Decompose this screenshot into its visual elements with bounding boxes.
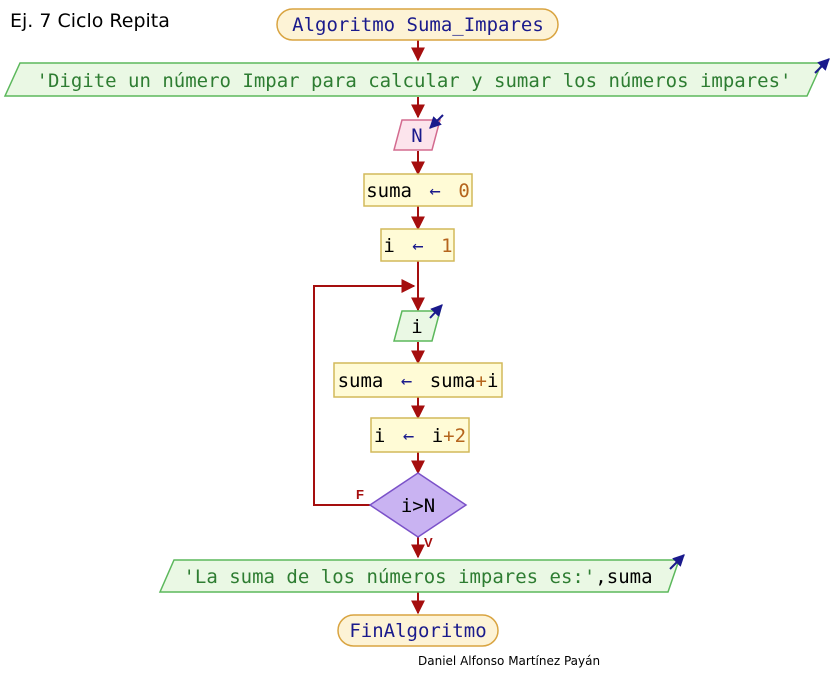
output-result-shape (158, 559, 681, 593)
output-prompt-shape (3, 62, 824, 97)
decision-text: i>N (401, 495, 435, 517)
true-label: V (424, 535, 433, 550)
input-arrow-icon (429, 114, 444, 129)
page-title: Ej. 7 Ciclo Repita (10, 10, 170, 32)
accumulate-box (333, 362, 503, 398)
end-label: FinAlgoritmo (349, 620, 486, 642)
assign-i-text: i ← 1 (383, 235, 452, 257)
start-label: Algoritmo Suma_Impares (292, 14, 544, 36)
output-result-text: 'La suma de los números impares es:',sum… (183, 566, 652, 588)
false-label: F (356, 487, 364, 502)
output-i-arrow-icon (429, 304, 443, 319)
connectors (313, 40, 425, 615)
output-result-arrow-icon (669, 554, 685, 570)
accumulate-text: suma ← suma+i (338, 370, 499, 392)
assign-i-box (380, 228, 455, 262)
connector-loop-back (313, 279, 416, 506)
start-terminal (276, 8, 559, 41)
output-i-shape (393, 310, 441, 342)
input-n-shape (393, 119, 441, 151)
output-arrow-icon (814, 58, 830, 74)
assign-suma-box (363, 173, 473, 207)
output-i-text: i (411, 316, 422, 338)
assign-suma-text: suma ← 0 (366, 180, 470, 202)
input-n-text: N (411, 125, 422, 147)
output-prompt-text: 'Digite un número Impar para calcular y … (37, 70, 792, 92)
decision-diamond (368, 472, 468, 538)
end-terminal (337, 614, 499, 647)
author-credit: Daniel Alfonso Martínez Payán (418, 654, 601, 668)
increment-box (370, 417, 470, 453)
increment-text: i ← i+2 (374, 425, 466, 447)
